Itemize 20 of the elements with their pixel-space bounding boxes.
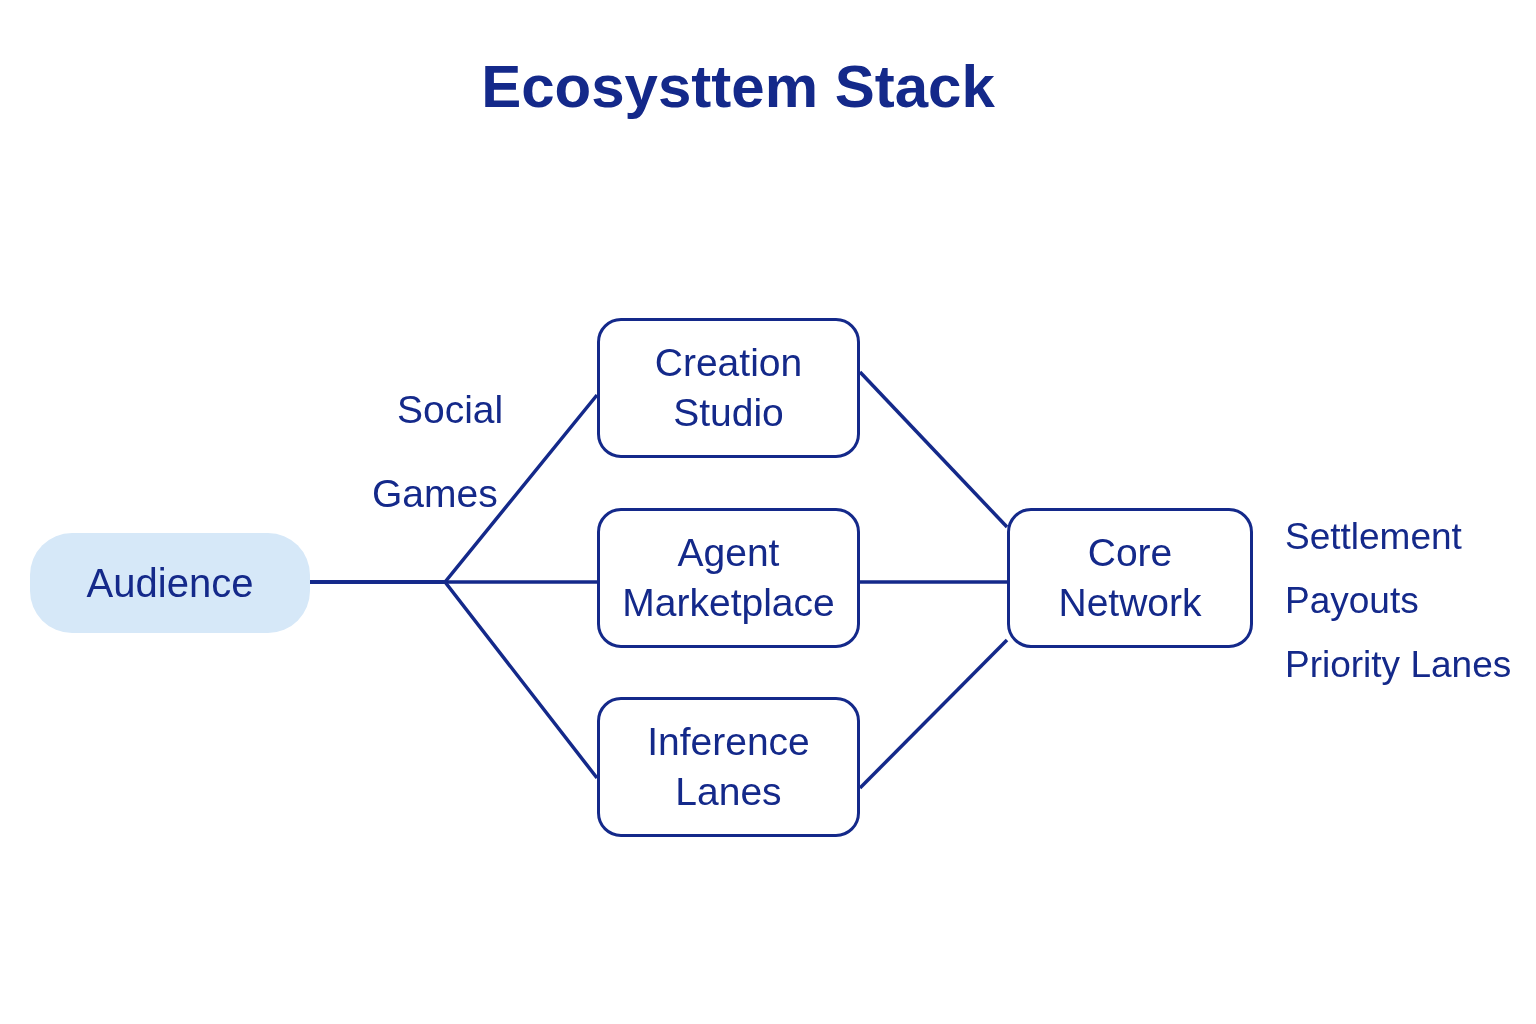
- node-label: Inference Lanes: [646, 719, 811, 815]
- feature-label: Payouts: [1285, 580, 1419, 622]
- connector-line: [860, 580, 1007, 584]
- connector-line: [858, 370, 1009, 529]
- process-box: [1007, 508, 1253, 648]
- node-label: Audience: [85, 559, 255, 607]
- node-label: Agent Marketplace: [621, 530, 836, 626]
- connector-line: [858, 638, 1009, 790]
- node-label: Core Network: [1057, 530, 1203, 626]
- feature-label: Priority Lanes: [1285, 644, 1512, 686]
- node-label: Creation Studio: [653, 340, 804, 436]
- branch-label: Social: [397, 388, 504, 432]
- diagram-title: Ecosysttem Stack: [480, 52, 996, 121]
- process-box: [597, 318, 860, 458]
- branch-label: Games: [372, 472, 498, 516]
- connector-line: [310, 580, 599, 780]
- audience-pill: [30, 533, 310, 633]
- feature-label: Settlement: [1285, 516, 1462, 558]
- process-box: [597, 697, 860, 837]
- process-box: [597, 508, 860, 648]
